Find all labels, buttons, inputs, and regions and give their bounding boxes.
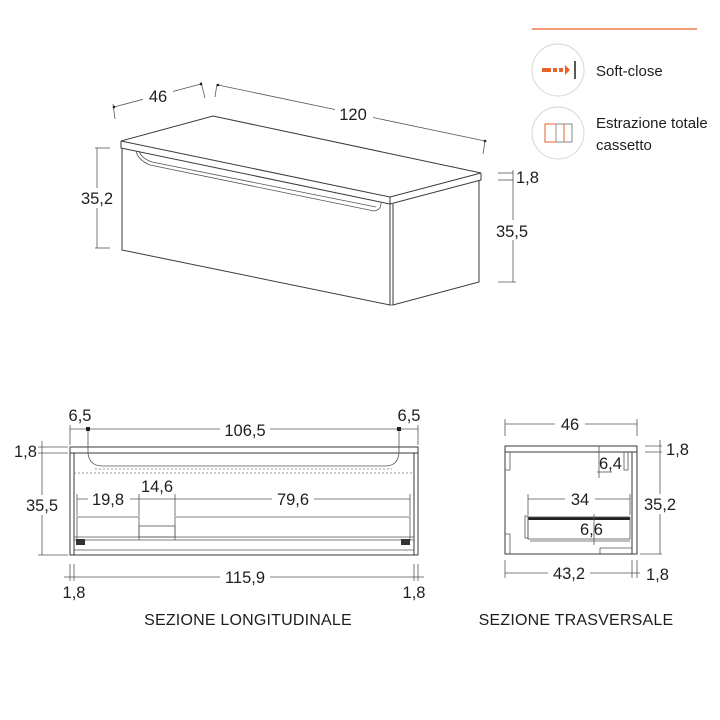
full-extension-drawer-icon [531,106,585,160]
front-height-value: 35,2 [81,190,113,208]
trans-depth: 46 [561,416,579,434]
trans-inner-depth: 43,2 [553,565,585,583]
soft-close-label: Soft-close [596,63,663,80]
long-side-left: 1,8 [63,584,86,602]
trans-drawer-depth: 34 [571,491,589,509]
dim-side: 1,8 35,5 [492,169,539,283]
longitudinal-section: 6,5 106,5 6,5 1,8 35,5 19,8 14,6 79,6 11… [14,407,425,629]
drawer-right-width: 79,6 [277,491,309,509]
trans-section-caption: SEZIONE TRASVERSALE [479,612,674,629]
handle-left-offset: 6,5 [69,407,92,425]
trans-drawer-height: 6,6 [580,521,603,539]
handle-length: 106,5 [224,422,265,440]
drawer-left-width: 19,8 [92,491,124,509]
full-extension-label-line1: Estrazione totale [596,115,708,132]
perspective-view: 46 120 35,2 1,8 35,5 [78,81,539,306]
trans-height: 35,2 [644,496,676,514]
long-section-caption: SEZIONE LONGITUDINALE [144,612,352,629]
full-extension-label-line2: cassetto [596,137,652,154]
trans-top-thickness: 1,8 [666,441,689,459]
long-inner-width: 115,9 [225,569,265,587]
top-thickness-value: 1,8 [516,169,539,187]
side-height-value: 35,5 [496,223,528,241]
dim-width: 120 [214,83,487,155]
handle-right-offset: 6,5 [398,407,421,425]
long-top-thickness: 1,8 [14,443,37,461]
feature-legend: Soft-close Estrazione totale cassetto [531,28,708,160]
drawer-center-width: 14,6 [141,478,173,496]
transversal-section: 46 6,4 34 6,6 1,8 35,2 43,2 1,8 SEZIONE … [479,414,689,629]
depth-value: 46 [149,88,167,106]
trans-back-thickness: 1,8 [646,566,669,584]
trans-handle-depth: 6,4 [599,455,622,473]
long-side-right: 1,8 [403,584,426,602]
width-value: 120 [339,106,367,124]
soft-close-icon [531,43,585,97]
long-height: 35,5 [26,497,58,515]
dim-depth: 46 [112,81,206,120]
dim-front-height: 35,2 [78,147,116,249]
